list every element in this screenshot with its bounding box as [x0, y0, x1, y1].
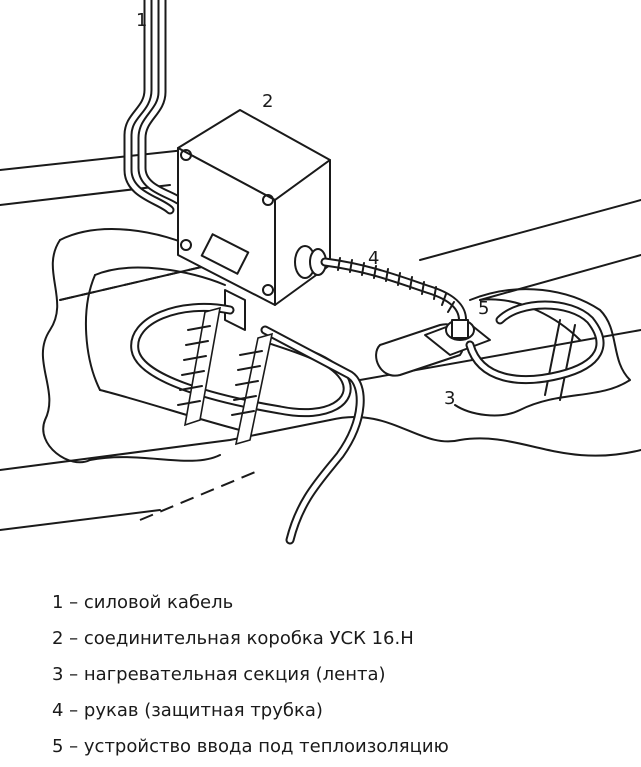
- callout-4: 4: [368, 248, 379, 269]
- insulation-entry-device: [424, 319, 491, 356]
- callout-1: 1: [136, 10, 147, 31]
- pipe-body: [59, 264, 261, 521]
- heating-cable-installation-diagram: 1 2 4 5 3: [0, 0, 641, 545]
- legend-item-entry-device: 5 – устройство ввода под теплоизоляцию: [52, 736, 449, 757]
- callout-2: 2: [262, 91, 273, 112]
- legend-item-power-cable: 1 – силовой кабель: [52, 592, 234, 613]
- heating-cable: [130, 300, 605, 545]
- legend-item-junction-box: 2 – соединительная коробка УСК 16.Н: [52, 628, 414, 649]
- pipe-outline: [0, 149, 641, 531]
- callout-5: 5: [478, 298, 489, 319]
- protective-sleeve: [320, 257, 467, 330]
- legend-item-protective-sleeve: 4 – рукав (защитная трубка): [52, 700, 323, 721]
- cable-ties: [177, 306, 274, 446]
- legend-item-heating-section: 3 – нагревательная секция (лента): [52, 664, 386, 685]
- legend: 1 – силовой кабель 2 – соединительная ко…: [52, 585, 449, 765]
- callout-3: 3: [444, 388, 455, 409]
- power-cable: [123, 0, 183, 215]
- junction-box: [177, 109, 331, 331]
